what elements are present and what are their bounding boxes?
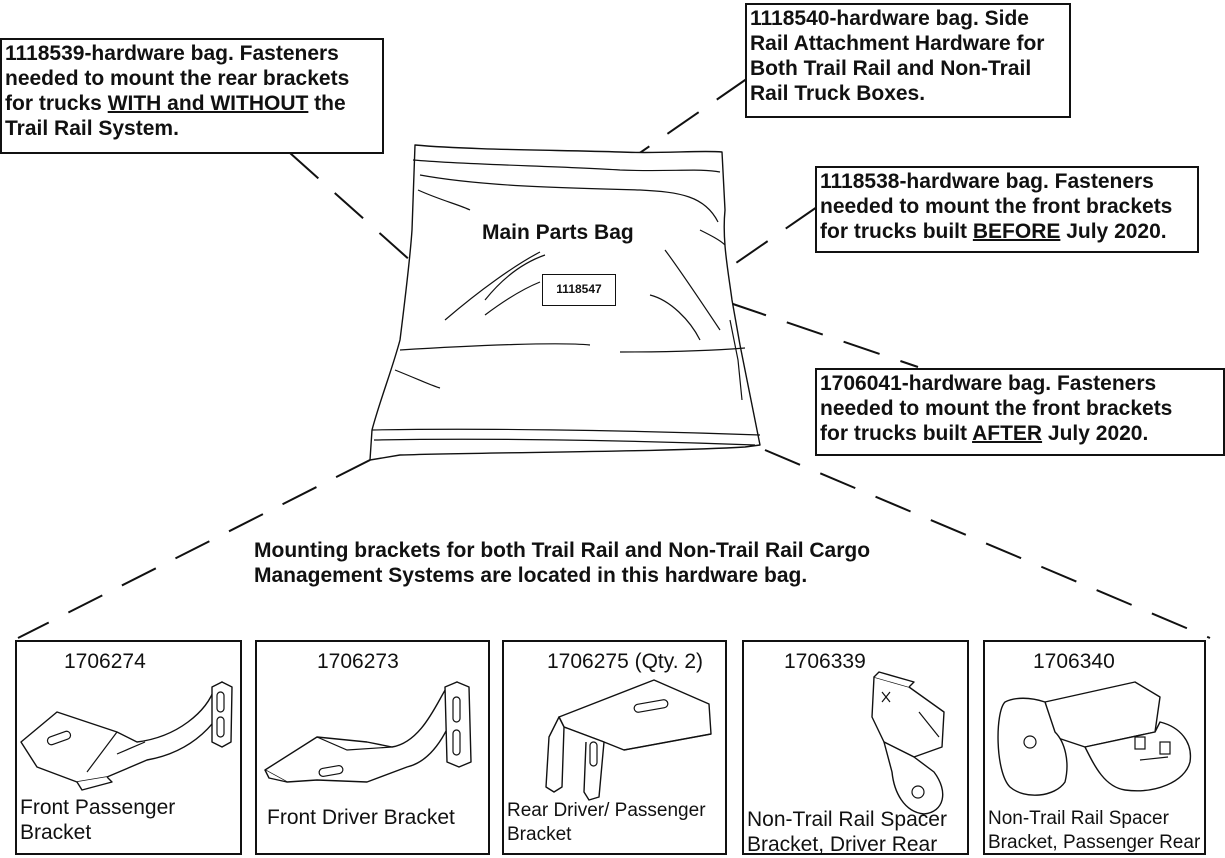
part-caption-line: Rear Driver/ Passenger (507, 800, 706, 821)
callout-text: July 2020. (1042, 422, 1149, 445)
leader-1118539 (289, 152, 413, 263)
callout-text: needed to mount the rear brackets (5, 67, 350, 90)
part-caption-line: Front Passenger (20, 796, 176, 819)
callout-number: 1706041 (820, 372, 902, 395)
leader-panels-left (17, 459, 371, 639)
part-panel-1706340: 1706340 Non-Trail Rail Spacer Bracket, P… (983, 640, 1206, 855)
part-caption: Front Passenger Bracket (20, 795, 175, 845)
mounting-brackets-note: Mounting brackets for both Trail Rail an… (254, 538, 954, 588)
part-number: 1706274 (64, 650, 146, 673)
callout-text: the (308, 92, 346, 115)
callout-text: -hardware bag. Fasteners (899, 170, 1154, 193)
part-panel-1706339: 1706339 Non-Trail Rail Spacer Bracket, D… (742, 640, 969, 855)
callout-1118538: 1118538-hardware bag. Fasteners needed t… (815, 166, 1199, 253)
main-parts-bag-label: Main Parts Bag (482, 221, 634, 244)
part-caption: Front Driver Bracket (267, 805, 455, 830)
part-caption-line: Non-Trail Rail Spacer (988, 808, 1169, 829)
callout-1706041: 1706041-hardware bag. Fasteners needed t… (815, 368, 1225, 456)
callout-number: 1118540 (750, 7, 830, 30)
callout-text: needed to mount the front brackets (820, 397, 1173, 420)
callout-text: -hardware bag. Side (829, 7, 1029, 30)
part-number: 1706339 (784, 650, 866, 673)
part-caption-line: Bracket (20, 821, 92, 844)
callout-text: for trucks (5, 92, 108, 115)
note-line: Management Systems are located in this h… (254, 564, 808, 587)
callout-emphasis: WITH and WITHOUT (107, 92, 309, 115)
part-number: 1706340 (1033, 650, 1115, 673)
callout-number: 1118539 (5, 42, 85, 65)
callout-text: Rail Attachment Hardware for (750, 32, 1045, 55)
callout-text: July 2020. (1060, 220, 1167, 243)
spacer-bracket-passenger-drawing (997, 681, 1192, 796)
callout-text: -hardware bag. Fasteners (84, 42, 339, 65)
callout-text: needed to mount the front brackets (820, 195, 1173, 218)
part-caption: Rear Driver/ Passenger Bracket (507, 799, 706, 847)
rear-driver-passenger-bracket-drawing (545, 679, 712, 801)
leader-1706041 (729, 302, 919, 368)
callout-number: 1118538 (820, 170, 900, 193)
callout-1118540: 1118540-hardware bag. Side Rail Attachme… (745, 3, 1071, 118)
front-passenger-bracket-drawing (20, 681, 233, 791)
part-caption: Non-Trail Rail Spacer Bracket, Passenger… (988, 807, 1201, 853)
leader-1118538 (722, 206, 818, 273)
spacer-bracket-driver-drawing (871, 671, 945, 815)
part-panel-1706275: 1706275 (Qty. 2) Rear Driver/ Passenger … (502, 640, 727, 855)
leader-panels-right (764, 449, 1211, 639)
part-caption-line: Bracket, Passenger Rear (988, 832, 1201, 853)
part-caption: Non-Trail Rail Spacer Bracket, Driver Re… (747, 807, 947, 855)
part-caption-line: Non-Trail Rail Spacer (747, 808, 947, 831)
part-panel-1706274: 1706274 Front Passenger Bracket (15, 640, 242, 855)
callout-text: Rail Truck Boxes. (750, 82, 926, 105)
part-quantity: (Qty. 2) (634, 650, 704, 673)
callout-1118539: 1118539-hardware bag. Fasteners needed t… (0, 38, 384, 154)
callout-text: for trucks built (820, 422, 973, 445)
part-number: 1706275 (Qty. 2) (547, 650, 703, 674)
callout-text: for trucks built (820, 220, 973, 243)
part-number-value: 1706275 (547, 650, 629, 673)
part-number: 1706273 (317, 650, 399, 673)
part-panel-1706273: 1706273 Front Driver Bracket (255, 640, 490, 855)
callout-emphasis: AFTER (972, 422, 1043, 445)
callout-text: Trail Rail System. (5, 117, 179, 140)
main-parts-bag-tag: 1118547 (542, 274, 616, 306)
part-caption-line: Bracket (507, 824, 572, 845)
callout-text: -hardware bag. Fasteners (901, 372, 1157, 395)
callout-text: Both Trail Rail and Non-Trail (750, 57, 1032, 80)
front-driver-bracket-drawing (264, 681, 472, 783)
part-caption-line: Bracket, Driver Rear (747, 833, 938, 855)
part-caption-line: Front Driver Bracket (267, 806, 455, 829)
note-line: Mounting brackets for both Trail Rail an… (254, 539, 871, 562)
callout-emphasis: BEFORE (972, 220, 1061, 243)
